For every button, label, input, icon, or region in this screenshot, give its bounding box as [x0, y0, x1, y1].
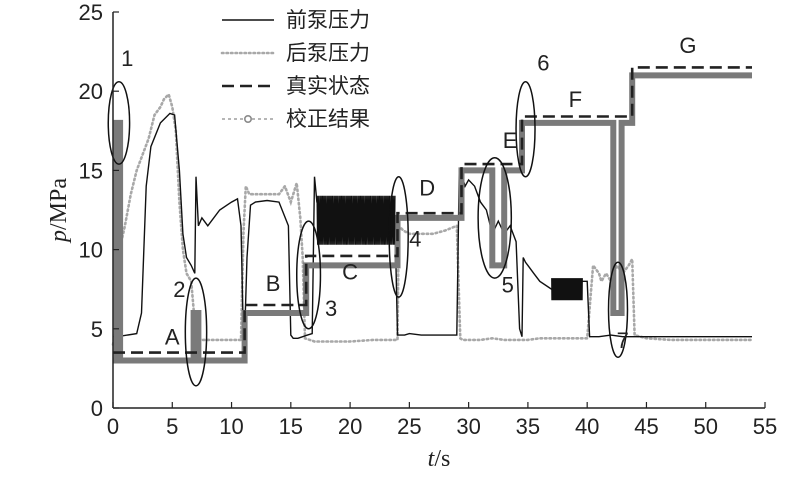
y-tick-label: 15	[79, 158, 103, 183]
series-line-1	[113, 112, 752, 339]
callout-label: 5	[502, 272, 514, 297]
y-tick-label: 10	[79, 238, 103, 263]
state-label: B	[266, 271, 281, 296]
callout-label: 4	[409, 226, 421, 251]
series-line-3	[113, 66, 752, 354]
y-tick-label: 20	[79, 79, 103, 104]
x-tick-label: 30	[456, 414, 480, 439]
state-label: D	[419, 176, 435, 201]
legend-entry: 校正结果	[222, 107, 370, 131]
legend-swatch-marker	[244, 115, 253, 124]
legend-label: 前泵压力	[286, 8, 370, 32]
x-tick-label: 40	[575, 414, 599, 439]
callout-ellipse	[184, 277, 208, 387]
callout-label: 3	[325, 296, 337, 321]
x-tick-label: 5	[166, 414, 178, 439]
series-layer	[111, 66, 754, 364]
x-tick-label: 20	[338, 414, 362, 439]
state-label: G	[679, 33, 696, 58]
oscillation-band-1	[316, 195, 396, 245]
callout-label: 1	[121, 46, 133, 71]
x-tick-label: 50	[693, 414, 717, 439]
callout-ellipse	[388, 175, 409, 298]
callout-ellipse	[477, 156, 513, 279]
y-axis-title: p/MPa	[46, 178, 72, 244]
x-tick-label: 0	[107, 414, 119, 439]
callout-ellipse	[107, 80, 131, 165]
x-tick-label: 15	[279, 414, 303, 439]
series-line-4	[113, 72, 752, 364]
legend-label: 真实状态	[286, 74, 370, 98]
callout-ellipse	[515, 80, 536, 178]
series-line-2	[111, 91, 754, 346]
legend-entry: 后泵压力	[220, 41, 370, 65]
x-tick-label: 45	[634, 414, 658, 439]
x-tick-label: 55	[753, 414, 777, 439]
legend-label: 后泵压力	[286, 41, 370, 65]
x-axis-title: t/s	[428, 446, 451, 472]
state-label: A	[165, 325, 180, 350]
x-tick-label: 35	[516, 414, 540, 439]
state-label: E	[503, 128, 518, 153]
state-label: F	[569, 87, 582, 112]
oscillation-band-2	[551, 278, 583, 301]
x-tick-label: 10	[219, 414, 243, 439]
y-tick-label: 5	[91, 317, 103, 342]
annotation-layer: 1 2 3 4 5 6 7 A B C D E F G	[107, 33, 697, 387]
callout-ellipse	[607, 261, 629, 359]
legend-entry: 前泵压力	[222, 8, 370, 32]
legend-entry: 真实状态	[222, 74, 370, 98]
callout-label: 7	[617, 328, 629, 353]
y-tick-label: 25	[79, 0, 103, 25]
x-tick-label: 25	[397, 414, 421, 439]
legend-label: 校正结果	[286, 107, 370, 131]
callout-ellipse	[295, 220, 322, 330]
callout-label: 6	[537, 51, 549, 76]
state-label: C	[342, 260, 358, 285]
y-tick-label: 0	[91, 396, 103, 421]
callout-label: 2	[173, 277, 185, 302]
